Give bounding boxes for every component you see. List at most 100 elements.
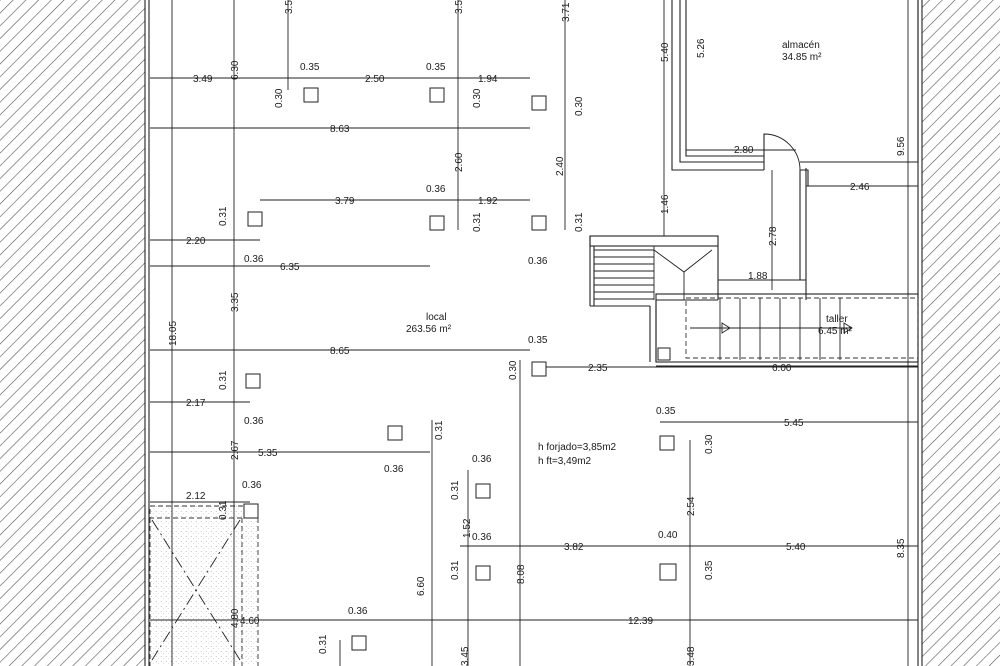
dimension-label: 8.08 xyxy=(516,564,527,584)
dimension-label: 5.45 xyxy=(784,418,804,429)
dimension-lines xyxy=(150,0,918,666)
dimension-label: 6.35 xyxy=(280,262,300,273)
column xyxy=(387,425,403,441)
column xyxy=(351,635,367,651)
dimension-label: 4.60 xyxy=(240,616,260,627)
column xyxy=(245,373,261,389)
h-forjado-note: h forjado=3,85m2 xyxy=(538,442,617,453)
dimension-label: 2.60 xyxy=(454,152,465,172)
dimension-label: 5.35 xyxy=(258,448,278,459)
column xyxy=(475,483,491,499)
dimension-label: 1.52 xyxy=(462,518,473,538)
dimension-label: 0.30 xyxy=(274,88,285,108)
dimension-label: 2.78 xyxy=(768,226,779,246)
almacen-walls xyxy=(671,0,919,300)
dimension-label: 12.39 xyxy=(628,616,653,627)
column xyxy=(429,215,445,231)
dimension-label: 0.36 xyxy=(242,480,262,491)
dimension-label: 1.94 xyxy=(478,74,498,85)
right-hatch-strip xyxy=(922,0,1000,666)
dimension-label: 1.88 xyxy=(748,271,768,282)
dimension-label: 0.31 xyxy=(218,206,229,226)
dimension-label: 2.35 xyxy=(588,363,608,374)
dimension-label: 6.60 xyxy=(416,576,427,596)
dimension-label: 0.31 xyxy=(574,212,585,232)
dimension-label: 0.31 xyxy=(450,480,461,500)
dimension-label: 5.40 xyxy=(786,542,806,553)
dimension-label: 0.35 xyxy=(426,62,446,73)
dimension-label: 18.05 xyxy=(168,321,179,346)
dimension-label: 8.65 xyxy=(330,346,350,357)
dimension-label: 0.30 xyxy=(704,434,715,454)
dimension-label: 0.31 xyxy=(318,634,329,654)
dimension-label: 0.30 xyxy=(472,88,483,108)
dimension-label: 0.36 xyxy=(472,454,492,465)
dimension-label: 0.31 xyxy=(472,212,483,232)
taller-area: 6.45 m² xyxy=(818,326,853,337)
column xyxy=(531,215,547,231)
dimension-label: 0.36 xyxy=(244,416,264,427)
dimension-label: 5.26 xyxy=(696,38,707,58)
column xyxy=(531,95,547,111)
dimension-label: 3.35 xyxy=(230,292,241,312)
dimension-label: 3.55 xyxy=(284,0,295,14)
horizontal-dimension-labels: 3.49 0.35 2.50 0.35 1.94 8.63 2.80 0.36 … xyxy=(186,62,870,627)
dimension-label: 0.36 xyxy=(426,184,446,195)
left-hatch-strip xyxy=(0,0,145,666)
dimension-label: 4.80 xyxy=(230,608,241,628)
column xyxy=(243,503,259,519)
dimension-label: 0.36 xyxy=(348,606,368,617)
dimension-label: 2.17 xyxy=(186,398,206,409)
column xyxy=(429,87,445,103)
dimension-label: 2.80 xyxy=(734,145,754,156)
dimension-label: 3.82 xyxy=(564,542,584,553)
taller-label: taller xyxy=(826,314,848,325)
dimension-label: 8.63 xyxy=(330,124,350,135)
dimension-label: 0.35 xyxy=(300,62,320,73)
almacen-label: almacén xyxy=(782,40,820,51)
column xyxy=(659,563,677,581)
dimension-label: 0.40 xyxy=(658,530,678,541)
column xyxy=(659,435,675,451)
dimension-label: 2.54 xyxy=(686,496,697,516)
dimension-label: 0.30 xyxy=(574,96,585,116)
dimension-label: 9.56 xyxy=(896,136,907,156)
dimension-label: 3.48 xyxy=(686,646,697,666)
column xyxy=(247,211,263,227)
dimension-label: 0.31 xyxy=(450,560,461,580)
dimension-label: 0.36 xyxy=(528,256,548,267)
dimension-label: 2.20 xyxy=(186,236,206,247)
dimension-label: 0.35 xyxy=(704,560,715,580)
dimension-label: 8.35 xyxy=(896,538,907,558)
staircase xyxy=(589,235,719,362)
dimension-label: 3.52 xyxy=(454,0,465,14)
dimension-label: 2.67 xyxy=(230,440,241,460)
dimension-label: 6.00 xyxy=(772,363,792,374)
local-label: local xyxy=(426,312,447,323)
dotted-void-area xyxy=(149,505,259,666)
dimension-label: 0.35 xyxy=(528,335,548,346)
dimension-label: 2.46 xyxy=(850,182,870,193)
dimension-label: 0.35 xyxy=(656,406,676,417)
dimension-label: 6.30 xyxy=(230,60,241,80)
dimension-label: 0.30 xyxy=(508,360,519,380)
dimension-label: 2.40 xyxy=(555,156,566,176)
dimension-label: 3.71 xyxy=(561,2,572,22)
almacen-area: 34.85 m² xyxy=(782,52,822,63)
dimension-label: 0.36 xyxy=(472,532,492,543)
structural-columns xyxy=(243,87,677,651)
taller-room xyxy=(655,293,919,367)
dimension-label: 0.31 xyxy=(218,370,229,390)
dimension-label: 3.79 xyxy=(335,196,355,207)
dimension-label: 0.36 xyxy=(244,254,264,265)
vertical-dimension-labels: 3.55 3.52 3.71 5.40 5.26 6.30 0.30 0.30 … xyxy=(168,0,907,666)
dimension-label: 0.36 xyxy=(384,464,404,475)
dimension-label: 2.12 xyxy=(186,491,206,502)
dimension-label: 2.50 xyxy=(365,74,385,85)
column xyxy=(303,87,319,103)
dimension-label: 1.92 xyxy=(478,196,498,207)
column xyxy=(475,565,491,581)
local-area: 263.56 m² xyxy=(406,324,452,335)
